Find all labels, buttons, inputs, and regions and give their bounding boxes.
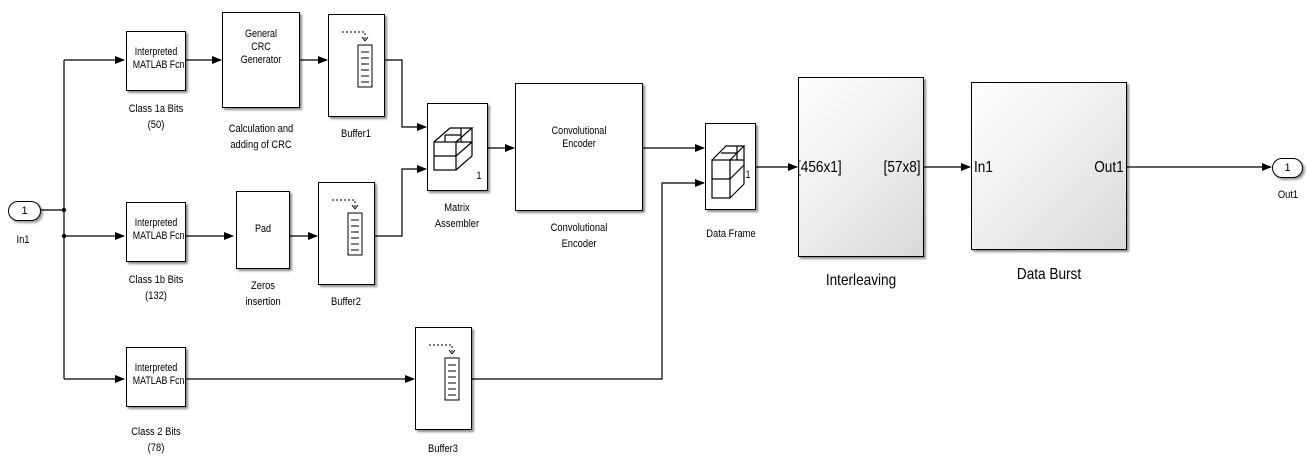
matrix-dim-text: 1 — [476, 170, 482, 182]
buffer1-label: Buffer1 — [341, 128, 371, 140]
branch-point-1 — [61, 207, 67, 213]
inport-1[interactable]: 1 — [8, 201, 41, 221]
crc-label: Calculation and adding of CRC — [228, 123, 294, 151]
data-burst-out-port: Out1 — [1094, 159, 1124, 176]
class1b-label: Class 1b Bits (132) — [128, 274, 184, 302]
buffer1-block[interactable] — [328, 14, 385, 117]
data-frame-dim-text: 1 — [745, 169, 751, 181]
data-burst-label: Data Burst — [1016, 266, 1082, 283]
class1a-label: Class 1a Bits (50) — [128, 103, 184, 131]
wire-buffer2-matrix — [375, 165, 427, 237]
fcn-text-line1: Interpreted — [134, 362, 178, 374]
pad-label: Zeros insertion — [245, 280, 281, 308]
pad-text: Pad — [254, 223, 272, 235]
crc-generator-block[interactable]: General CRC Generator — [222, 12, 300, 108]
matrix-assembler-label: Matrix Assembler — [434, 202, 480, 230]
fcn-text-line2: MATLAB Fcn — [132, 375, 185, 387]
data-burst-in-port: In1 — [974, 159, 993, 176]
buffer-icon — [332, 199, 363, 256]
fcn-block-class2[interactable]: Interpreted MATLAB Fcn — [126, 347, 186, 407]
outport-label: Out1 — [1277, 189, 1299, 201]
wire-buffer3-dataframe — [472, 179, 705, 380]
buffer-icon — [429, 344, 460, 401]
inport-number: 1 — [21, 205, 28, 217]
pad-block[interactable]: Pad — [236, 191, 290, 269]
matrix-assembler-block[interactable]: 1 — [427, 103, 488, 191]
interleaving-subsystem[interactable]: [456x1] [57x8] — [797, 77, 924, 257]
wire-buffer1-matrix — [385, 59, 427, 131]
fcn-block-class1a[interactable]: Interpreted MATLAB Fcn — [126, 31, 186, 91]
outport-1[interactable]: 1 — [1272, 158, 1303, 178]
data-frame-block[interactable]: 1 — [705, 123, 756, 210]
fcn-block-class1b[interactable]: Interpreted MATLAB Fcn — [126, 202, 186, 262]
buffer-icon — [342, 31, 373, 88]
convolutional-encoder-block[interactable]: Convolutional Encoder — [515, 83, 643, 211]
matrix-concatenate-icon — [433, 127, 474, 171]
fcn-text-line2: MATLAB Fcn — [132, 59, 185, 71]
fcn-text-line1: Interpreted — [134, 46, 178, 58]
inport-label: In1 — [16, 234, 30, 246]
buffer3-label: Buffer3 — [428, 443, 458, 455]
class2-label: Class 2 Bits (78) — [131, 426, 181, 454]
data-burst-subsystem[interactable]: In1 Out1 — [971, 82, 1127, 250]
buffer2-label: Buffer2 — [331, 296, 361, 308]
fcn-text-line1: Interpreted — [134, 217, 178, 229]
matrix-concatenate-icon — [711, 145, 746, 199]
data-frame-label: Data Frame — [706, 228, 756, 240]
buffer2-block[interactable] — [318, 182, 375, 285]
buffer3-block[interactable] — [415, 327, 472, 430]
fcn-text-line2: MATLAB Fcn — [132, 230, 185, 242]
convolutional-encoder-label: Convolutional Encoder — [550, 222, 608, 250]
interleaving-in-port: [456x1] — [797, 159, 842, 176]
branch-point-2 — [61, 233, 67, 239]
interleaving-out-port: [57x8] — [883, 159, 921, 176]
outport-number: 1 — [1284, 162, 1291, 174]
interleaving-label: Interleaving — [825, 272, 897, 289]
